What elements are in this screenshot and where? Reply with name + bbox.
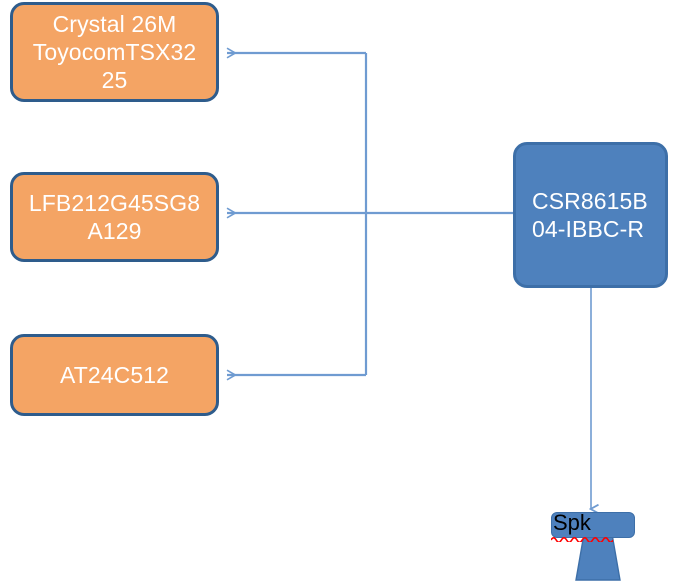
node-soc-label: CSR8615B 04-IBBC-R: [532, 187, 648, 242]
node-filter[interactable]: LFB212G45SG8 A129: [10, 172, 219, 262]
speaker-label: Spk: [553, 510, 591, 535]
node-eeprom[interactable]: AT24C512: [10, 334, 219, 416]
node-crystal[interactable]: Crystal 26M ToyocomTSX32 25: [10, 2, 219, 102]
node-crystal-label: Crystal 26M ToyocomTSX32 25: [32, 10, 197, 94]
node-eeprom-label: AT24C512: [59, 361, 170, 388]
node-filter-label: LFB212G45SG8 A129: [28, 189, 201, 244]
spellcheck-underline-icon: [551, 537, 613, 542]
speaker-label-box: [551, 512, 635, 538]
speaker-node[interactable]: Spk: [548, 508, 640, 587]
node-soc[interactable]: CSR8615B 04-IBBC-R: [513, 142, 668, 288]
